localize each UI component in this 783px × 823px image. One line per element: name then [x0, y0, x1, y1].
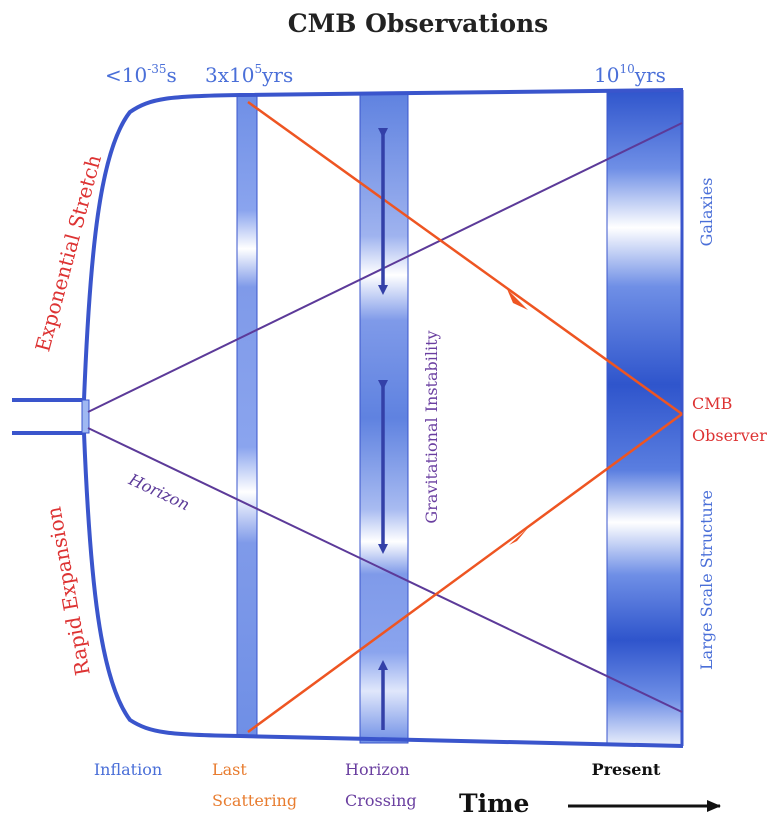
ray-arrowhead-upper: [507, 289, 528, 310]
light-ray-upper: [247, 100, 683, 416]
universe-outline-top: [12, 88, 684, 402]
time-label-present: 1010yrs: [594, 62, 666, 87]
time-axis-label: Time: [459, 789, 529, 818]
ray-arrowhead-lower: [509, 528, 528, 545]
epoch-horizon-crossing-2: Crossing: [345, 791, 417, 810]
band-last-scattering: [236, 94, 258, 736]
cmb-label: CMB: [692, 394, 732, 413]
horizon-line-lower: [87, 427, 683, 713]
galaxies-label: Galaxies: [697, 178, 716, 247]
universe-outline-bottom: [12, 431, 684, 748]
rapid-expansion-label: Rapid Expansion: [41, 505, 94, 678]
inflation-seed: [81, 399, 90, 434]
epoch-inflation: Inflation: [94, 760, 162, 779]
large-scale-structure-label: Large Scale Structure: [697, 490, 716, 670]
epoch-last-scattering-1: Last: [212, 760, 247, 779]
epoch-horizon-crossing-1: Horizon: [345, 760, 410, 779]
observer-label: Observer: [692, 426, 767, 445]
horizon-label: Horizon: [125, 469, 193, 514]
epoch-present: Present: [592, 760, 661, 779]
light-ray-lower: [247, 412, 683, 734]
diagram-title: CMB Observations: [288, 9, 549, 38]
epoch-last-scattering-2: Scattering: [212, 791, 297, 810]
time-label-inflation: <10-35s: [105, 62, 177, 87]
gravitational-instability-label: Gravitational Instability: [422, 330, 441, 523]
time-label-last-scattering: 3x105yrs: [205, 62, 293, 87]
band-present: [606, 89, 682, 746]
